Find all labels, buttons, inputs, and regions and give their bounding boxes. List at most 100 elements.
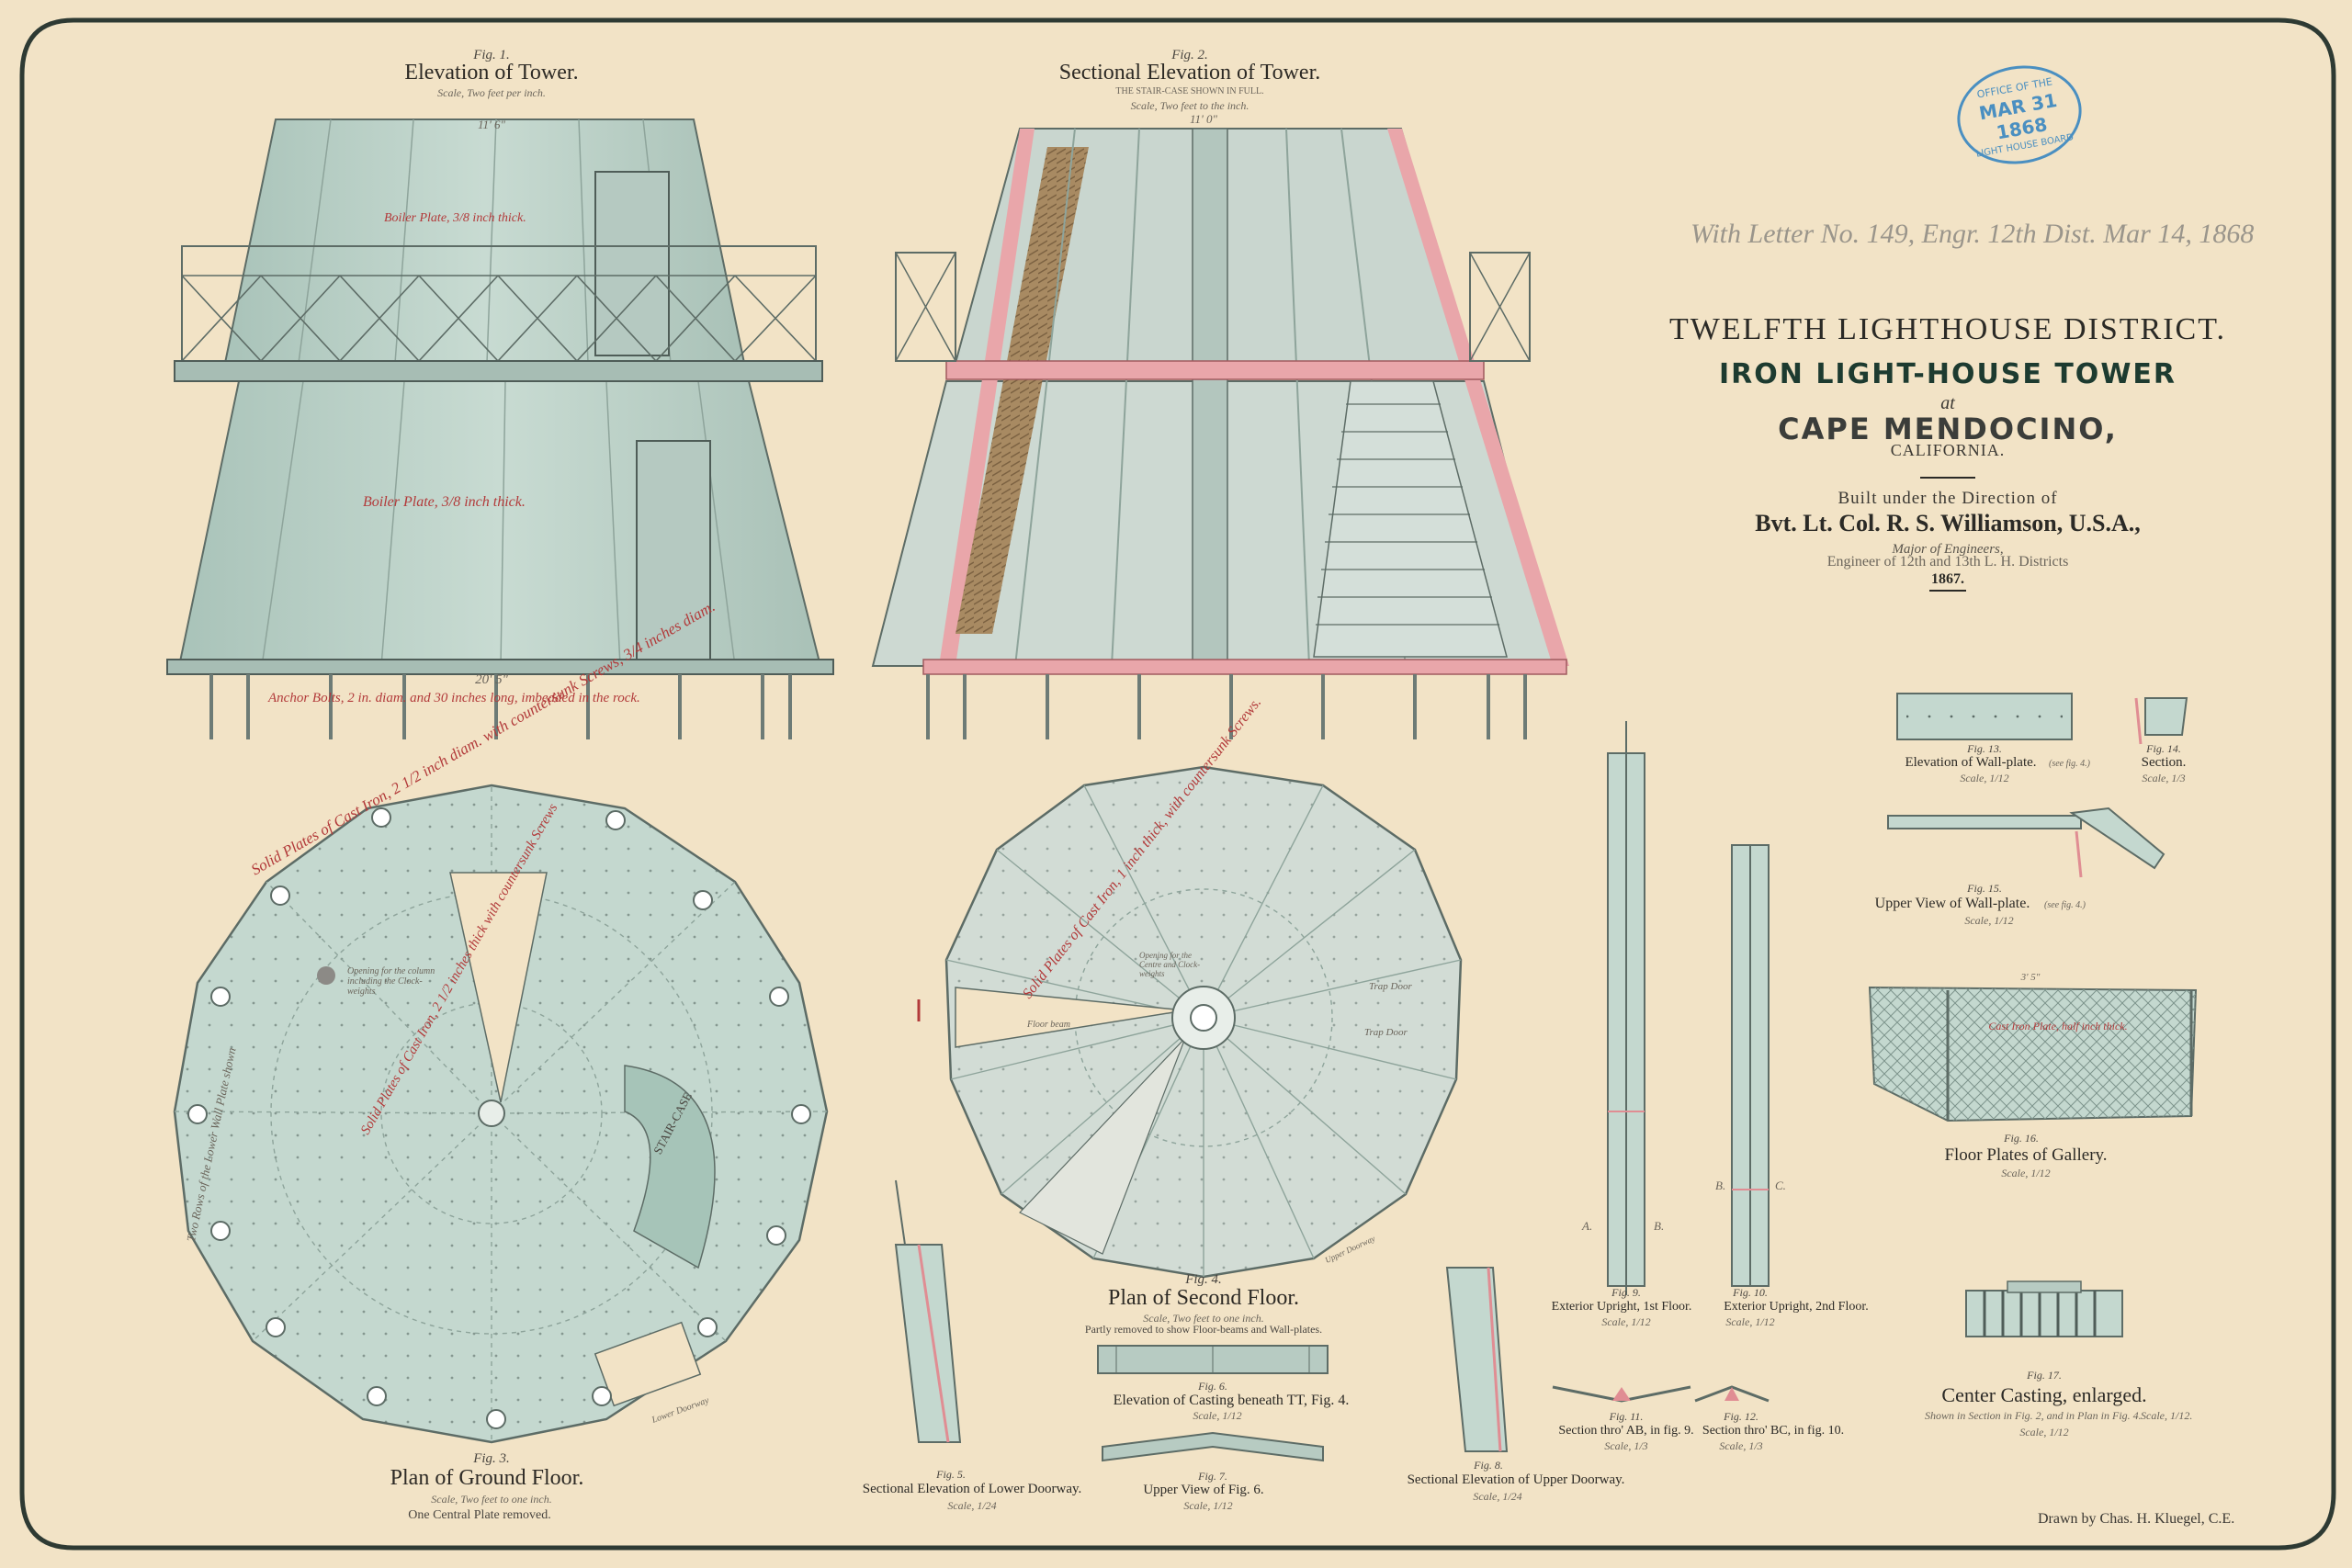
fig2-note: THE STAIR-CASE SHOWN IN FULL. — [1115, 86, 1264, 96]
handwritten-note: With Letter No. 149, Engr. 12th Dist. Ma… — [1690, 219, 2255, 249]
fig17-note: Shown in Section in Fig. 2, and in Plan … — [1925, 1409, 2142, 1422]
fig16-number: Fig. 16. — [2004, 1132, 2039, 1145]
fig17-title: Center Casting, enlarged. — [1941, 1383, 2147, 1406]
fig13-number: Fig. 13. — [1967, 742, 2002, 755]
fig5-number: Fig. 5. — [936, 1468, 966, 1481]
title-at: at — [1940, 393, 1955, 413]
fig9-upright-drawing — [1607, 721, 1645, 1295]
fig12-title: Section thro' BC, in fig. 10. — [1702, 1424, 1845, 1438]
fig3-title: Plan of Ground Floor. — [390, 1466, 584, 1490]
fig14-scale: Scale, 1/3 — [2142, 772, 2186, 784]
fig8-upper-doorway-drawing — [1445, 1267, 1509, 1452]
fig17-center-casting-drawing — [1965, 1280, 2123, 1337]
fig6-number: Fig. 6. — [1198, 1380, 1227, 1393]
fig10-number: Fig. 10. — [1733, 1286, 1768, 1299]
fig12-number: Fig. 12. — [1724, 1410, 1758, 1423]
fig8-scale: Scale, 1/24 — [1473, 1490, 1522, 1503]
fig1-bottom-dimension: 20' 5" — [475, 672, 508, 687]
fig11-number: Fig. 11. — [1609, 1410, 1644, 1423]
fig14-title: Section. — [2141, 755, 2187, 770]
fig9-number: Fig. 9. — [1611, 1286, 1641, 1299]
fig7-scale: Scale, 1/12 — [1183, 1499, 1233, 1512]
fig3-ground-plan-drawing — [173, 784, 829, 1444]
fig4-opening-label: Opening for the Centre and Clock-weights — [1139, 951, 1201, 978]
fig7-number: Fig. 7. — [1198, 1470, 1227, 1483]
build-year: 1867. — [1931, 571, 1964, 587]
fig10-title: Exterior Upright, 2nd Floor. — [1724, 1300, 1869, 1314]
fig15-title: Upper View of Wall-plate. — [1874, 896, 2030, 911]
fig17-inline-scale: Scale, 1/12. — [2141, 1409, 2193, 1422]
fig6-scale: Scale, 1/12 — [1193, 1409, 1242, 1422]
fig16-scale: Scale, 1/12 — [2001, 1167, 2051, 1179]
fig13-scale: Scale, 1/12 — [1960, 772, 2009, 784]
title-district: TWELFTH LIGHTHOUSE DISTRICT. — [1669, 312, 2226, 346]
fig4-note: Partly removed to show Floor-beams and W… — [1084, 1323, 1323, 1336]
fig13-wall-plate-drawing — [1896, 693, 2073, 740]
builder-rank: Major of Engineers, — [1892, 542, 2004, 557]
fig10-label-c: C. — [1775, 1179, 1786, 1192]
fig4-beam-label: Floor beam — [1027, 1020, 1070, 1030]
fig3-opening-label: Opening for the column including the Clo… — [347, 966, 435, 997]
fig16-gallery-plate-drawing — [1868, 986, 2198, 1122]
fig4-second-plan-drawing — [917, 765, 1463, 1279]
fig15-reference: (see fig. 4.) — [2044, 900, 2086, 910]
fig14-section-drawing — [2134, 697, 2188, 745]
builder-line: Built under the Direction of — [1838, 489, 2058, 508]
drawn-by: Drawn by Chas. H. Kluegel, C.E. — [2038, 1511, 2235, 1527]
fig9-scale: Scale, 1/12 — [1601, 1315, 1651, 1328]
builder-engineer: Engineer of 12th and 13th L. H. District… — [1826, 554, 2069, 570]
fig15-scale: Scale, 1/12 — [1964, 914, 2014, 927]
fig1-upper-plate-label: Boiler Plate, 3/8 inch thick. — [384, 211, 526, 225]
fig6-casting-drawing — [1097, 1345, 1329, 1374]
fig2-scale: Scale, Two feet to the inch. — [1130, 99, 1250, 112]
fig9-label-b: B. — [1654, 1219, 1665, 1233]
fig5-scale: Scale, 1/24 — [947, 1499, 997, 1512]
frame-border — [19, 17, 2336, 1551]
fig15-wall-plate-upper-drawing — [1887, 807, 2165, 878]
fig1-anchor-note: Anchor Bolts, 2 in. diam. and 30 inches … — [268, 691, 640, 705]
fig12-scale: Scale, 1/3 — [1719, 1439, 1763, 1452]
fig5-lower-doorway-drawing — [894, 1179, 962, 1443]
fig13-title: Elevation of Wall-plate. — [1905, 755, 2037, 770]
fig4-number: Fig. 4. — [1185, 1272, 1222, 1287]
fig1-title: Elevation of Tower. — [404, 61, 579, 85]
fig7-casting-upper-drawing — [1102, 1431, 1324, 1462]
fig10-scale: Scale, 1/12 — [1725, 1315, 1775, 1328]
fig3-number: Fig. 3. — [473, 1451, 510, 1466]
fig2-section-drawing — [871, 128, 1569, 739]
fig7-title: Upper View of Fig. 6. — [1143, 1483, 1264, 1497]
fig16-title: Floor Plates of Gallery. — [1944, 1145, 2108, 1165]
fig4-trap-door-1: Trap Door — [1369, 981, 1412, 992]
title-tower: IRON LIGHT-HOUSE TOWER — [1719, 358, 2177, 390]
fig3-note: One Central Plate removed. — [408, 1508, 551, 1522]
fig4-title: Plan of Second Floor. — [1108, 1286, 1299, 1310]
fig13-reference: (see fig. 4.) — [2049, 759, 2090, 769]
fig17-number: Fig. 17. — [2027, 1369, 2062, 1382]
fig1-number: Fig. 1. — [473, 48, 510, 62]
fig5-title: Sectional Elevation of Lower Doorway. — [862, 1482, 1082, 1496]
fig1-scale: Scale, Two feet per inch. — [437, 86, 546, 99]
fig10-upright-drawing — [1731, 844, 1770, 1287]
fig4-trap-door-2: Trap Door — [1364, 1027, 1408, 1038]
fig8-number: Fig. 8. — [1474, 1459, 1503, 1472]
fig1-elevation-drawing — [166, 118, 834, 739]
fig10-label-b: B. — [1715, 1179, 1726, 1192]
fig11-title: Section thro' AB, in fig. 9. — [1558, 1424, 1694, 1438]
fig2-title: Sectional Elevation of Tower. — [1058, 61, 1321, 85]
fig11-scale: Scale, 1/3 — [1604, 1439, 1648, 1452]
fig8-title: Sectional Elevation of Upper Doorway. — [1407, 1472, 1625, 1487]
fig14-number: Fig. 14. — [2146, 742, 2181, 755]
fig4-scale: Scale, Two feet to one inch. — [1143, 1312, 1264, 1325]
fig16-dimension: 3' 5" — [2020, 972, 2041, 983]
fig12-section-drawing — [1694, 1385, 1770, 1403]
fig17-scale: Scale, 1/12 — [2019, 1426, 2069, 1438]
fig1-lower-plate-label: Boiler Plate, 3/8 inch thick. — [363, 494, 526, 510]
fig9-label-a: A. — [1582, 1219, 1593, 1233]
fig9-title: Exterior Upright, 1st Floor. — [1551, 1300, 1692, 1314]
title-state: CALIFORNIA. — [1890, 441, 2006, 459]
title-place: CAPE MENDOCINO, — [1778, 412, 2118, 446]
fig16-note: Cast Iron Plate, half inch thick. — [1988, 1020, 2128, 1032]
fig6-title: Elevation of Casting beneath TT, Fig. 4. — [1113, 1393, 1350, 1408]
